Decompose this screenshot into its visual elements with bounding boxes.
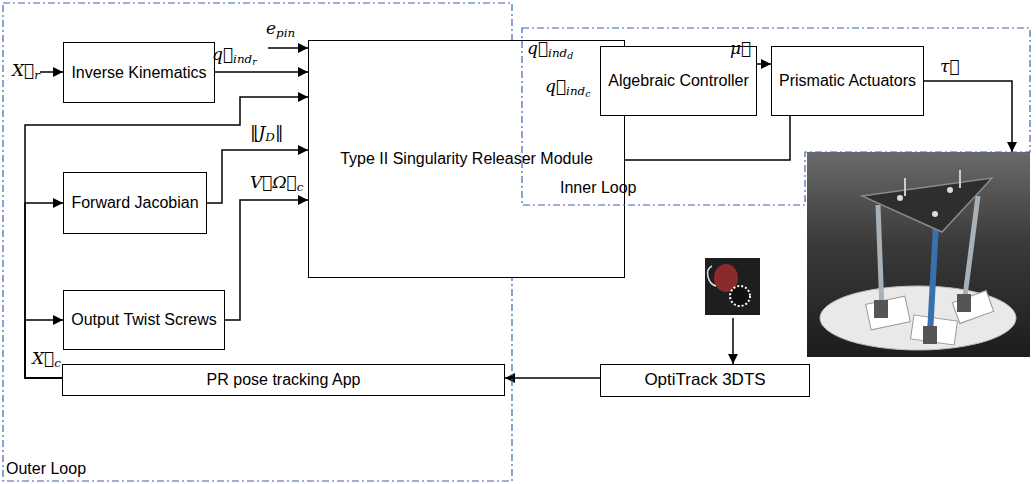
- moving-platform: [862, 178, 992, 232]
- signal-label: X⃗c: [32, 348, 61, 371]
- text-run: pin: [276, 26, 295, 40]
- camera-cable: [708, 266, 716, 286]
- robot-leg: [964, 196, 978, 304]
- signal-label: q⃗indd: [527, 38, 573, 62]
- signal-connector: [25, 320, 63, 378]
- signal-connector: [757, 63, 771, 65]
- text-run: r: [252, 56, 256, 67]
- text-run: ind: [233, 52, 252, 66]
- text-run: q⃗: [527, 38, 548, 58]
- process-box: Type II Singularity Releaser Module: [308, 40, 625, 278]
- box-label: Algebraic Controller: [602, 68, 755, 93]
- paper-sheet: [866, 296, 911, 330]
- marker-post: [904, 178, 906, 196]
- text-run: X⃗: [12, 60, 34, 80]
- process-box: Forward Jacobian: [63, 172, 207, 234]
- loop-region: Algebraic Controller Prismatic ActuatorsI…: [522, 28, 1030, 205]
- actuator-block: [957, 294, 971, 312]
- text-run: V⃗Ω⃗: [250, 172, 297, 192]
- process-box: PR pose tracking App: [62, 364, 505, 396]
- robot-photo: [807, 152, 1030, 357]
- signal-label: q⃗indc: [545, 76, 590, 100]
- text-run: ind: [548, 46, 567, 60]
- camera-photo: [705, 258, 760, 315]
- marker-dot: [932, 211, 938, 217]
- signal-label: τ⃗: [940, 56, 960, 77]
- text-run: τ⃗: [940, 56, 960, 76]
- box-label: OptiTrack 3DTS: [638, 367, 771, 393]
- text-run: μ⃗: [730, 38, 751, 58]
- input-arrow: [268, 47, 308, 49]
- signal-connector: [225, 200, 308, 320]
- signal-connector: [505, 377, 600, 379]
- signal-label: X⃗r: [12, 60, 40, 83]
- text-run: r: [34, 68, 40, 82]
- signal-label: μ⃗: [730, 38, 751, 59]
- text-run: ind: [566, 84, 585, 98]
- box-label: Prismatic Actuators: [773, 68, 922, 93]
- marker-dot: [897, 195, 903, 201]
- signal-label: q⃗indr: [212, 44, 257, 68]
- signal-label: ‖JD‖: [250, 122, 283, 145]
- actuator-block: [874, 300, 888, 318]
- region-label: Outer Loop: [6, 459, 86, 478]
- box-label: Inverse Kinematics: [65, 60, 212, 85]
- base-disc: [820, 286, 1016, 350]
- box-label: PR pose tracking App: [201, 367, 367, 392]
- robot-leg: [878, 205, 882, 310]
- box-label: Output Twist Screws: [65, 307, 223, 332]
- process-box: OptiTrack 3DTS: [600, 364, 810, 397]
- paper-sheet: [952, 291, 993, 324]
- text-run: ‖: [275, 122, 284, 142]
- camera-led-ring: [730, 286, 750, 306]
- camera-arrow: [732, 318, 734, 364]
- text-run: c: [585, 88, 590, 99]
- region-label: Inner Loop: [560, 178, 637, 197]
- box-label: Type II Singularity Releaser Module: [310, 145, 623, 172]
- input-arrow: [40, 71, 63, 73]
- process-box: Inverse Kinematics: [63, 42, 215, 103]
- process-box: Prismatic Actuators: [771, 46, 924, 116]
- text-run: e: [266, 18, 276, 38]
- signal-connector: [207, 150, 308, 203]
- box-label: Forward Jacobian: [65, 190, 204, 215]
- text-run: q⃗: [212, 44, 233, 64]
- actuator-block: [923, 326, 937, 344]
- signal-label: V⃗Ω⃗c: [250, 172, 303, 195]
- text-run: c: [297, 180, 304, 194]
- text-run: D: [265, 130, 275, 144]
- camera-background: [705, 258, 760, 315]
- marker-post: [959, 170, 961, 188]
- photo-background: [807, 152, 1030, 357]
- signal-connector: [215, 71, 308, 73]
- paper-sheet: [911, 315, 958, 345]
- loop-region: Inverse KinematicsType II Singularity Re…: [3, 3, 512, 481]
- process-box: Output Twist Screws: [63, 290, 225, 350]
- robot-leg: [930, 224, 936, 334]
- signal-connector: [25, 203, 63, 378]
- signal-label: epin: [266, 18, 295, 41]
- text-run: c: [54, 356, 61, 370]
- text-run: X⃗: [32, 348, 54, 368]
- signal-connector: [25, 97, 308, 378]
- text-run: q⃗: [545, 76, 566, 96]
- dash-dot-border: [522, 28, 1030, 205]
- text-run: ‖J: [250, 122, 265, 142]
- text-run: d: [567, 50, 573, 61]
- marker-dot: [947, 187, 953, 193]
